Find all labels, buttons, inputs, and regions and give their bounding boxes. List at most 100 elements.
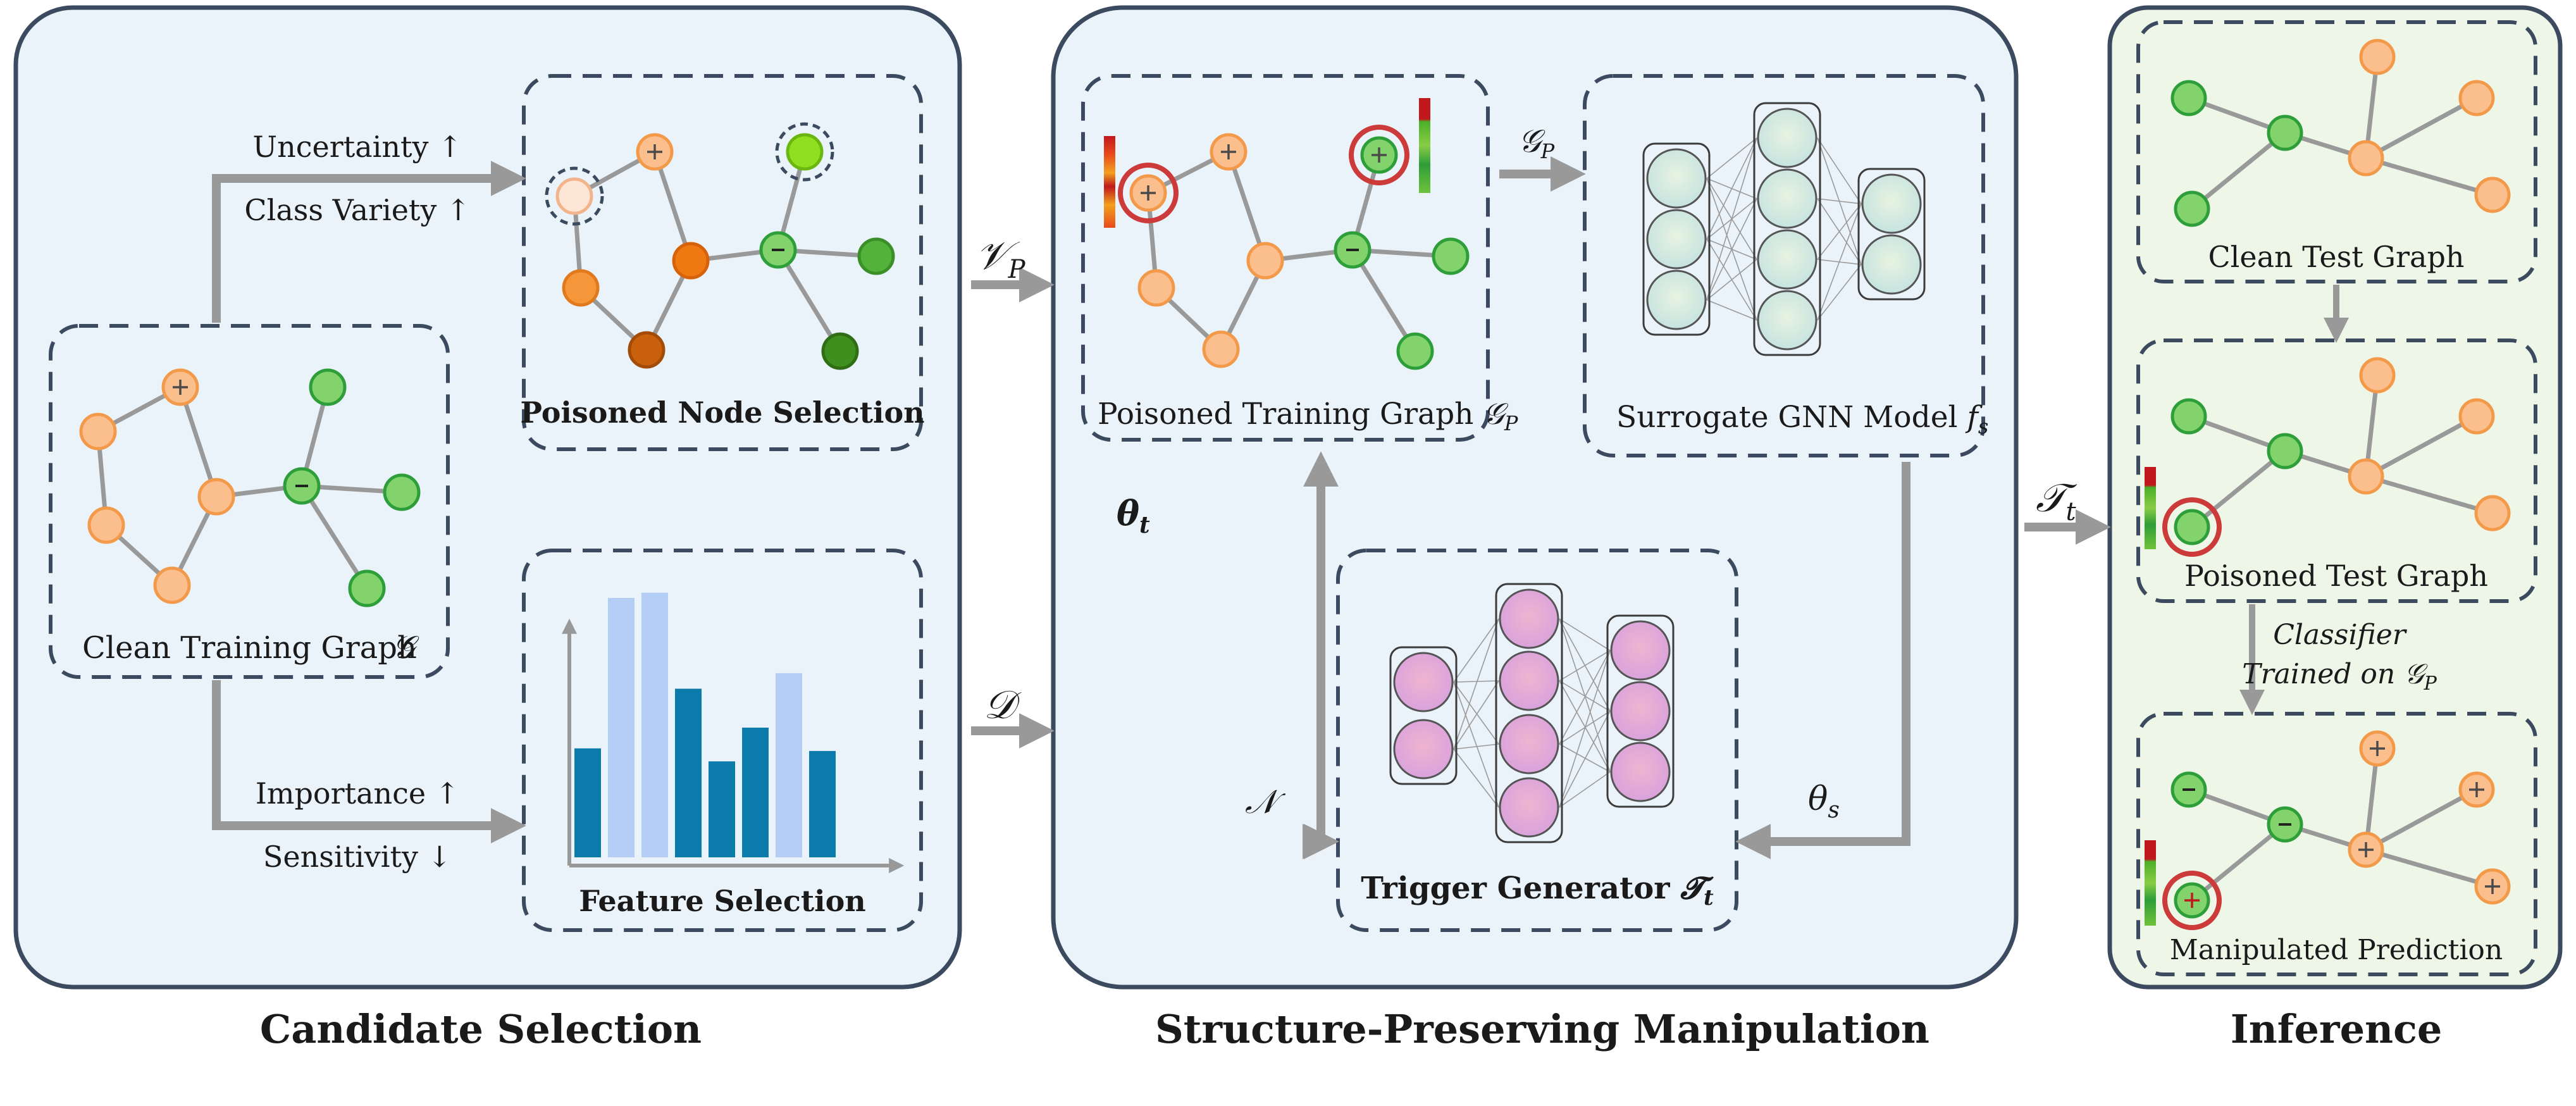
theta-s-arrow (1735, 462, 1910, 859)
graph-node (87, 506, 125, 544)
manipulated-prediction-label: Manipulated Prediction (2170, 934, 2503, 966)
neuron (1861, 234, 1922, 295)
neuron (1757, 290, 1817, 351)
sensitivity-label: Sensitivity ↓ (263, 840, 452, 874)
graph-node (197, 478, 235, 516)
trigger-generator-label: Trigger Generator 𝓣t (1361, 871, 1714, 910)
network-layer (1495, 583, 1563, 843)
poisoned-test-graph-label: Poisoned Test Graph (2184, 559, 2488, 593)
theta-t-label: θt (1117, 493, 1150, 538)
feature-bar (641, 592, 668, 857)
graph-node (562, 269, 600, 307)
negative-node (283, 467, 321, 505)
neuron (1610, 742, 1671, 802)
positive-node (636, 133, 674, 171)
positive-node (1349, 125, 1409, 185)
graph-node (1396, 332, 1434, 370)
neuron (1757, 168, 1817, 229)
trigger-feature-band (2145, 840, 2156, 926)
negative-node (2170, 771, 2207, 808)
graph-node (2348, 458, 2384, 495)
graph-node (348, 569, 386, 607)
graph-node (2474, 177, 2511, 213)
d-label: 𝒟 (984, 681, 1022, 728)
candidate-panel-title: Candidate Selection (260, 1006, 702, 1052)
feature-bar (809, 750, 836, 857)
graph-node (1137, 269, 1175, 307)
graph-node (1246, 242, 1284, 280)
trigger-feature-band (1104, 136, 1115, 228)
clean-training-graph-label: Clean Training Graph (82, 630, 417, 666)
uncertainty-label: Uncertainty ↑ (252, 130, 462, 164)
trigger-generator-box (1336, 549, 1738, 932)
graph-node (2348, 140, 2384, 177)
neuron (1499, 650, 1559, 711)
positive-node (2474, 868, 2511, 905)
clean-training-graph-box (49, 324, 450, 679)
trigger-feature-band (1419, 98, 1430, 193)
clean-test-graph-label: Clean Test Graph (2208, 240, 2464, 274)
neuron (1610, 681, 1671, 742)
positive-node (1118, 163, 1179, 223)
graph-node (2170, 80, 2207, 116)
class-variety-label: Class Variety ↑ (244, 193, 470, 227)
positive-node (2458, 771, 2495, 808)
graph-node (383, 473, 421, 511)
graph-node (628, 331, 666, 369)
classifier-label-line1: Classifier (2273, 619, 2408, 651)
surrogate-network (1642, 102, 1926, 356)
neuron (1757, 229, 1817, 290)
graph-node (309, 368, 347, 406)
graph-node (1432, 237, 1470, 275)
trigger-feature-band (2145, 467, 2156, 549)
theta-s-label: θs (1808, 780, 1840, 823)
positive-node (161, 368, 199, 406)
graph-node (79, 413, 117, 450)
graph-node (672, 242, 710, 280)
graph-node (2267, 433, 2303, 469)
graph-node (2170, 398, 2207, 435)
poisoned-node-selection-label: Poisoned Node Selection (520, 395, 924, 430)
feature-bar (776, 673, 802, 857)
graph-node (153, 566, 191, 604)
tt-label: 𝒯t (2036, 475, 2078, 526)
network-layer (1857, 168, 1926, 301)
feature-bar (675, 688, 702, 857)
vp-label: 𝒱P (975, 232, 1026, 284)
neuron (1757, 108, 1817, 168)
network-layer (1389, 646, 1458, 785)
negative-node (759, 231, 797, 269)
neuron (1646, 209, 1707, 270)
neuron (1646, 148, 1707, 209)
graph-node (2359, 39, 2396, 75)
neuron (1393, 719, 1454, 780)
positive-node (2162, 871, 2222, 930)
feature-bar (709, 761, 735, 857)
neuron (1499, 777, 1559, 838)
surrogate-model-box (1583, 74, 1985, 457)
feature-selection-box (522, 549, 923, 932)
arrow-to-feature-selection (212, 680, 526, 843)
neuron (1499, 588, 1559, 649)
network-layer (1606, 614, 1675, 808)
positive-node (2348, 831, 2384, 868)
neuron (1499, 714, 1559, 774)
clean-test-graph-box (2136, 20, 2537, 283)
positive-node (1210, 133, 1248, 171)
arrow-to-poisoned-node-selection (212, 161, 526, 323)
graph-node (2174, 190, 2210, 227)
neuron (1646, 270, 1707, 330)
trigger-network (1389, 583, 1675, 843)
neuron (1861, 173, 1922, 234)
neuron (1610, 620, 1671, 681)
poisoned-training-graph-box (1081, 74, 1490, 442)
feature-selection-label: Feature Selection (579, 884, 866, 918)
network-layer (1642, 142, 1711, 336)
inference-panel (2107, 5, 2563, 990)
neuron (1393, 652, 1454, 712)
feature-bar-chart (562, 592, 905, 873)
poisoned-training-graph-label: Poisoned Training Graph 𝒢P (1098, 397, 1518, 435)
candidate-panel (13, 5, 962, 990)
positive-node (2359, 730, 2396, 767)
